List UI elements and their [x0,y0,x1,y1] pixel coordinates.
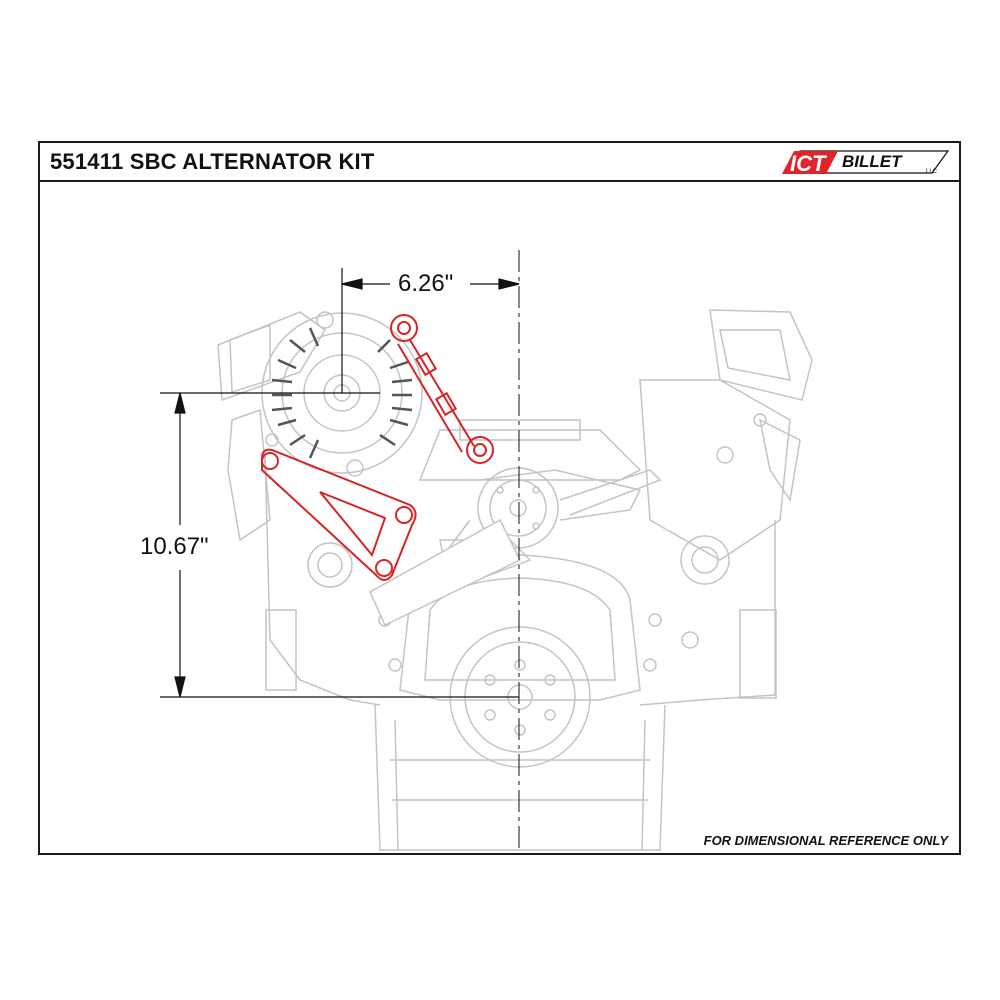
vertical-dimension-label: 10.67" [140,533,209,560]
drawing-frame [38,141,961,855]
support-plate [369,518,522,627]
horizontal-dimension [341,268,520,394]
vertical-dimension [160,392,519,698]
alternator-bracket-red [261,448,417,581]
adjuster-arm-red [390,314,494,464]
reference-disclaimer: FOR DIMENSIONAL REFERENCE ONLY [703,833,948,848]
horizontal-dimension-label: 6.26" [398,270,454,297]
logo-sub-text: BILLET [842,152,903,171]
title-divider [38,180,961,182]
logo-main-text: ICT [790,151,827,176]
drawing-title: 551411 SBC ALTERNATOR KIT [50,149,375,174]
ict-billet-logo: ICT BILLET LLC [782,150,950,176]
alternator-fins [271,327,413,459]
engine-outline [217,309,813,851]
logo-small-text: LLC [926,169,938,175]
